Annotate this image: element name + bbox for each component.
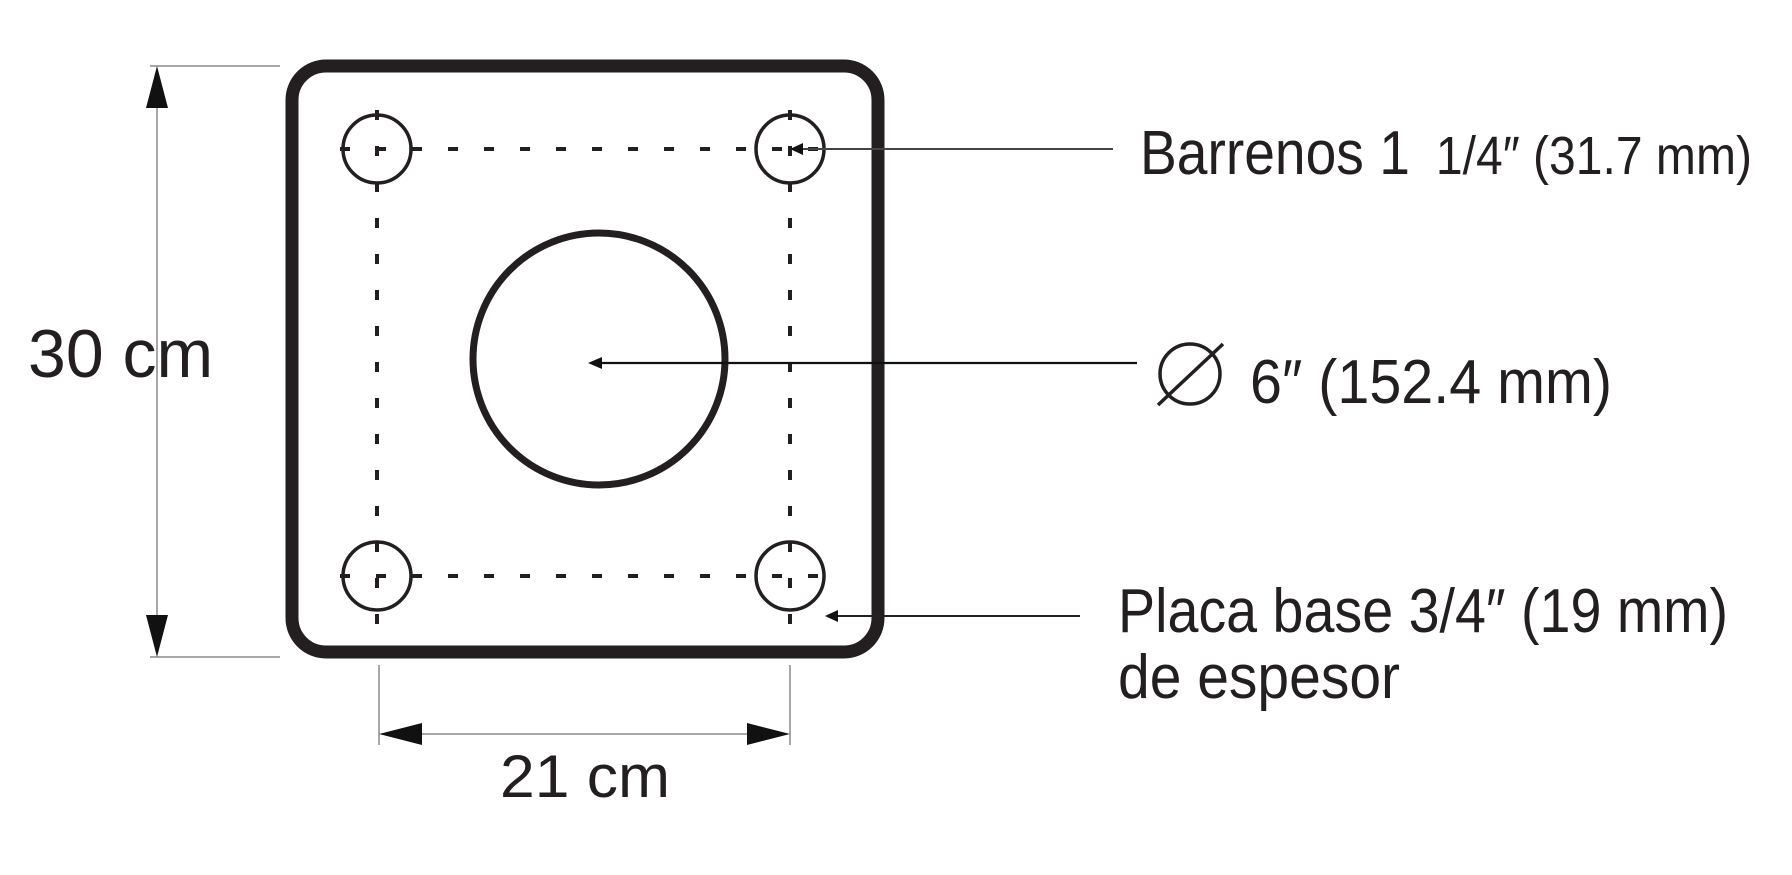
bore-diameter-label: 6″ (152.4 mm) [1250, 348, 1612, 417]
bolt-hole-bottom-left [341, 540, 413, 612]
callout-center-bore: 6″ (152.4 mm) [588, 342, 1612, 417]
height-label: 30 cm [28, 316, 213, 392]
bolt-hole-bottom-right [754, 540, 826, 612]
bolt-holes [341, 113, 826, 612]
callout-plate-thickness: Placa base 3/4″ (19 mm) de espesor [825, 577, 1728, 712]
callout-holes: Barrenos 1 1/4″ (31.7 mm) [790, 119, 1752, 188]
bore-leader-arrow-icon [588, 357, 602, 369]
arrow-up-icon [146, 66, 168, 108]
arrow-down-icon [146, 615, 168, 657]
holes-label-size: 1/4″ (31.7 mm) [1436, 126, 1752, 186]
plate-leader-arrow-icon [825, 610, 838, 622]
height-dimension: 30 cm [28, 65, 280, 658]
holes-leader-arrow-icon [790, 143, 803, 155]
bolt-hole-top-left [341, 113, 413, 185]
center-bore-circle [469, 229, 729, 489]
holes-label-main: Barrenos 1 [1140, 119, 1410, 188]
width-dimension: 21 cm [378, 665, 791, 810]
arrow-left-icon [379, 723, 422, 745]
base-plate [285, 59, 885, 659]
width-label: 21 cm [500, 743, 670, 810]
bolt-pattern-dashed-lines [340, 110, 844, 648]
plate-thickness-label-line2: de espesor [1118, 643, 1400, 712]
arrow-right-icon [747, 723, 790, 745]
diameter-symbol-icon [1156, 342, 1225, 407]
holes-label: Barrenos 1 1/4″ (31.7 mm) [1140, 119, 1752, 188]
plate-thickness-label-line1: Placa base 3/4″ (19 mm) [1118, 577, 1728, 646]
